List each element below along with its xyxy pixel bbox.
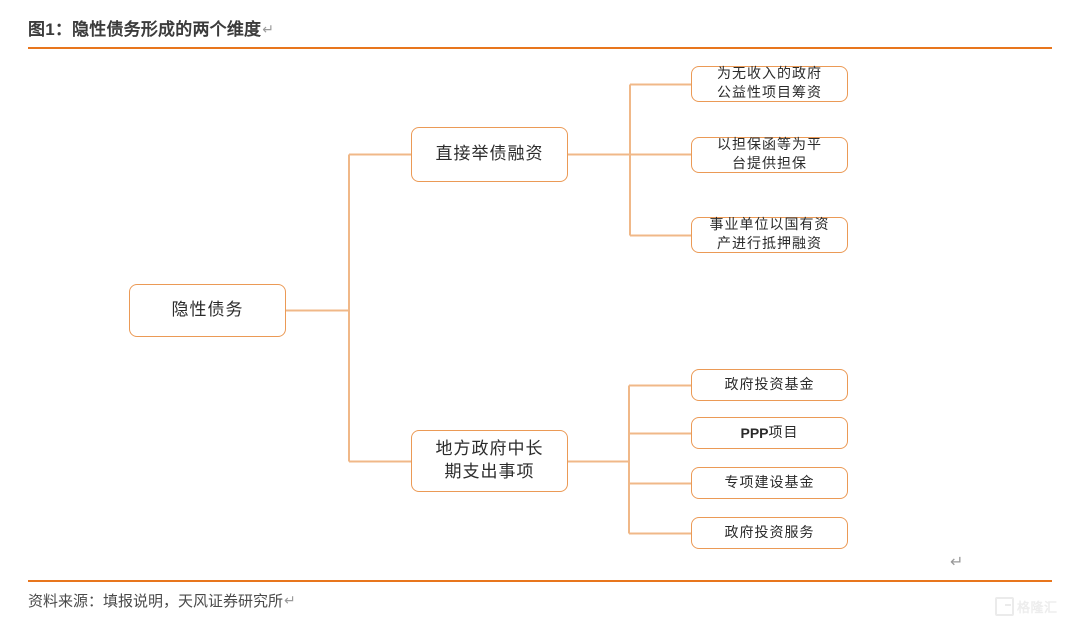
node-leaf-state-asset-mortgage[interactable]: 事业单位以国有资 产进行抵押融资 (691, 217, 848, 253)
source-note-text: 资料来源：填报说明，天风证券研究所 (28, 593, 284, 610)
node-root[interactable]: 隐性债务 (129, 284, 286, 337)
watermark-text: 格隆汇 (1017, 600, 1058, 615)
leaf-7-label: 政府投资服务 (724, 524, 815, 541)
node-root-label: 隐性债务 (171, 300, 244, 321)
leaf-5-label-latin: PPP (740, 424, 769, 441)
node-branch-2-label-line2: 期支出事项 (444, 462, 535, 482)
node-leaf-special-construction-fund[interactable]: 专项建设基金 (691, 467, 848, 499)
figure-title-text: 图1：隐性债务形成的两个维度 (28, 20, 262, 39)
leaf-5-label: 项目 (768, 424, 799, 441)
node-leaf-guarantee-letter[interactable]: 以担保函等为平 台提供担保 (691, 137, 848, 173)
node-leaf-government-investment-service[interactable]: 政府投资服务 (691, 517, 848, 549)
leaf-2-line1: 以担保函等为平 (717, 137, 822, 154)
watermark: 格隆汇 (995, 597, 1058, 616)
leaf-1-line2: 公益性项目筹资 (717, 85, 822, 101)
leaf-4-label: 政府投资基金 (724, 376, 815, 393)
node-leaf-public-welfare-financing[interactable]: 为无收入的政府 公益性项目筹资 (691, 66, 848, 102)
node-branch-direct-financing[interactable]: 直接举债融资 (411, 127, 568, 182)
node-branch-2-label-line1: 地方政府中长 (435, 439, 544, 460)
footer-divider (28, 580, 1052, 582)
watermark-logo-icon (995, 597, 1014, 616)
stray-paragraph-return-icon: ↵ (950, 552, 964, 571)
node-branch-longterm-expenditure[interactable]: 地方政府中长 期支出事项 (411, 430, 568, 492)
leaf-3-line2: 产进行抵押融资 (717, 236, 822, 252)
footer-paragraph-return-icon: ↵ (284, 593, 296, 609)
header-divider (28, 47, 1052, 49)
node-leaf-government-investment-fund[interactable]: 政府投资基金 (691, 369, 848, 401)
node-branch-1-label: 直接举债融资 (435, 144, 544, 165)
paragraph-return-icon: ↵ (262, 22, 275, 38)
leaf-1-line1: 为无收入的政府 (717, 66, 822, 83)
source-note: 资料来源：填报说明，天风证券研究所↵ (28, 590, 296, 611)
tree-diagram: 隐性债务 直接举债融资 地方政府中长 期支出事项 为无收入的政府 公益性项目筹资… (0, 49, 1080, 579)
leaf-6-label: 专项建设基金 (724, 474, 815, 491)
leaf-3-line1: 事业单位以国有资 (709, 217, 830, 234)
connector-lines (286, 83, 691, 535)
page-title: 图1：隐性债务形成的两个维度↵ (28, 15, 274, 40)
leaf-2-line2: 台提供担保 (732, 156, 807, 172)
